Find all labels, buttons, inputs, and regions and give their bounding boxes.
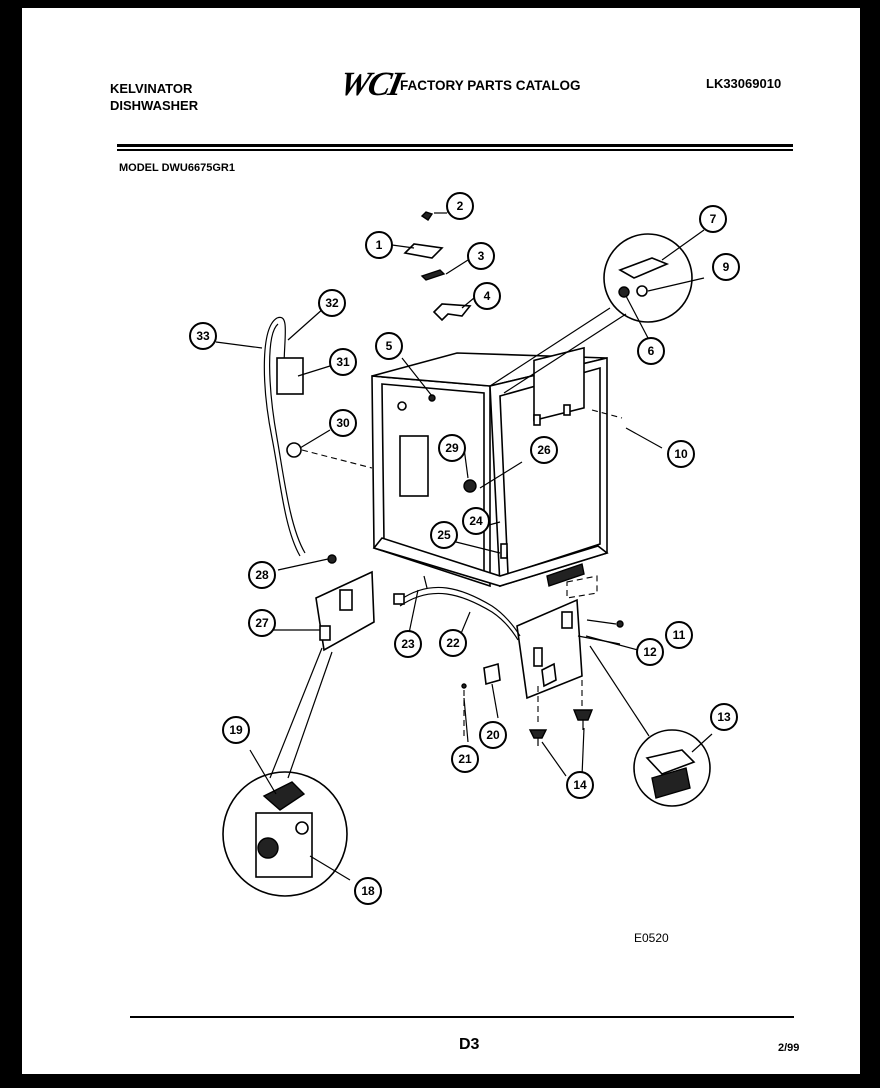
callout-number: 3 (478, 249, 485, 263)
callout-2: 2 (446, 192, 474, 220)
footer-divider (130, 1016, 794, 1018)
control-bracket-left (315, 570, 375, 652)
callout-number: 25 (437, 528, 451, 542)
callout-14: 14 (566, 771, 594, 799)
catalog-title: FACTORY PARTS CATALOG (400, 78, 581, 93)
callout-number: 28 (255, 568, 269, 582)
brand-name: KELVINATOR (110, 81, 193, 96)
callout-number: 11 (673, 628, 686, 642)
callout-number: 10 (674, 447, 688, 461)
callout-number: 22 (446, 636, 460, 650)
tub-assembly (371, 346, 609, 599)
callout-number: 19 (229, 723, 243, 737)
callout-number: 2 (457, 199, 464, 213)
model-label: MODEL DWU6675GR1 (119, 162, 235, 174)
callout-28: 28 (248, 561, 276, 589)
callout-26: 26 (530, 436, 558, 464)
callout-number: 5 (386, 339, 393, 353)
document-number: LK33069010 (706, 76, 782, 91)
callout-3: 3 (467, 242, 495, 270)
callout-number: 30 (336, 416, 350, 430)
callout-number: 26 (537, 443, 551, 457)
callout-4: 4 (473, 282, 501, 310)
revision-date: 2/99 (778, 1042, 800, 1054)
callout-23: 23 (394, 630, 422, 658)
wire-harness (393, 575, 521, 641)
page-number: D3 (459, 1036, 480, 1053)
callout-10: 10 (667, 440, 695, 468)
callout-12: 12 (636, 638, 664, 666)
callout-9: 9 (712, 253, 740, 281)
callout-number: 29 (445, 441, 459, 455)
callout-5: 5 (375, 332, 403, 360)
callout-number: 9 (723, 260, 730, 274)
detail-circle-valve (222, 647, 348, 897)
callout-number: 31 (336, 355, 350, 369)
callout-number: 33 (196, 329, 210, 343)
callout-number: 1 (376, 238, 383, 252)
hose-assembly (263, 316, 373, 564)
parts-catalog-page: KELVINATOR DISHWASHER WCI FACTORY PARTS … (22, 8, 860, 1074)
callout-number: 23 (401, 637, 415, 651)
exploded-parts-diagram: 1 2 3 4 5 6 7 9 10 11 12 13 14 18 19 20 … (189, 192, 740, 905)
header-divider-thin (117, 149, 793, 151)
callout-22: 22 (439, 629, 467, 657)
callout-24: 24 (462, 507, 490, 535)
callout-32: 32 (318, 289, 346, 317)
callout-number: 18 (361, 884, 375, 898)
callout-25: 25 (430, 521, 458, 549)
callout-33: 33 (189, 322, 217, 350)
access-panel-right (516, 598, 624, 700)
callout-13: 13 (710, 703, 738, 731)
callout-number: 4 (484, 289, 491, 303)
small-parts-top (403, 211, 472, 322)
callout-number: 12 (643, 645, 657, 659)
product-type: DISHWASHER (110, 98, 199, 113)
detail-circle-hinge (489, 233, 693, 394)
callout-1: 1 (365, 231, 393, 259)
callout-number: 14 (573, 778, 587, 792)
callout-19: 19 (222, 716, 250, 744)
callout-11: 11 (665, 621, 693, 649)
callout-number: 6 (648, 344, 655, 358)
callout-20: 20 (479, 721, 507, 749)
callout-30: 30 (329, 409, 357, 437)
callout-number: 24 (469, 514, 483, 528)
figure-id: E0520 (634, 931, 669, 945)
callout-number: 27 (255, 616, 269, 630)
callout-number: 20 (486, 728, 500, 742)
callout-18: 18 (354, 877, 382, 905)
callout-21: 21 (451, 745, 479, 773)
detail-circle-switch (589, 645, 711, 807)
callout-number: 13 (717, 710, 731, 724)
callout-number: 32 (325, 296, 339, 310)
callout-31: 31 (329, 348, 357, 376)
small-parts-bottom (461, 662, 594, 746)
callout-6: 6 (637, 337, 665, 365)
callout-29: 29 (438, 434, 466, 462)
callout-27: 27 (248, 609, 276, 637)
callout-number: 7 (710, 212, 717, 226)
callout-number: 21 (458, 752, 472, 766)
header-divider (117, 144, 793, 147)
callout-7: 7 (699, 205, 727, 233)
